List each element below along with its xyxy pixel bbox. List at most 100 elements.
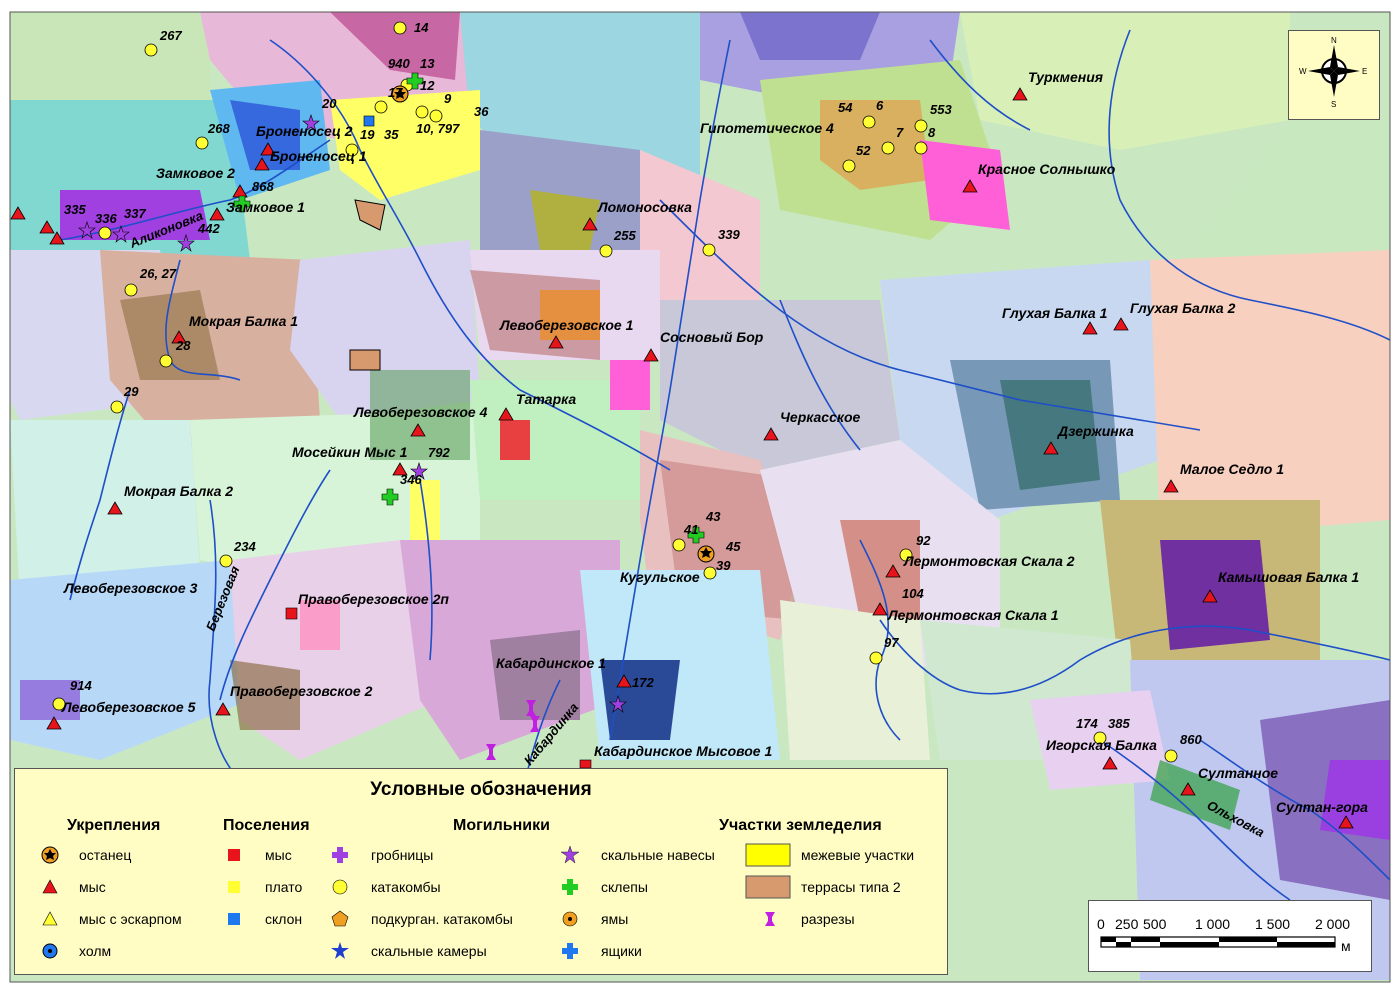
site-number: 10, 797 xyxy=(416,121,460,136)
site-number: 346 xyxy=(400,472,422,487)
hill-circle-icon xyxy=(39,940,61,962)
settlement-labels: Туркмения Гипотетическое 4 Красное Солны… xyxy=(61,69,1368,815)
site-number: 104 xyxy=(902,586,924,601)
crypt-cross-icon xyxy=(559,876,581,898)
site-number: 97 xyxy=(884,635,899,650)
site-number: 13 xyxy=(420,56,435,71)
site-number: 940 xyxy=(388,56,410,71)
scale-tick-label: 0 xyxy=(1097,916,1105,932)
catacomb-circle-icon xyxy=(329,876,351,898)
label-glukhaya-balka-1: Глухая Балка 1 xyxy=(1002,305,1108,321)
site-number: 234 xyxy=(233,539,256,554)
label-kamyshovaya-balka-1: Камышовая Балка 1 xyxy=(1218,569,1359,585)
legend-item-boxes: ящики xyxy=(601,943,642,959)
kurgan-pentagon-icon xyxy=(329,908,351,930)
legend-heading-burials: Могильники xyxy=(453,817,550,834)
site-number: 6 xyxy=(876,98,884,113)
site-number: 553 xyxy=(930,102,952,117)
legend-heading-fortifications: Укрепления xyxy=(67,817,161,834)
scale-tick-label: 1 000 xyxy=(1195,916,1230,932)
map-frame xyxy=(9,11,1391,983)
site-number: 17 xyxy=(388,85,403,100)
label-igorskaya-balka: Игорская Балка xyxy=(1046,737,1157,753)
label-sultannoe: Султанное xyxy=(1198,765,1278,781)
remnant-markers xyxy=(391,85,715,563)
site-number: 54 xyxy=(838,100,853,115)
plateau-square-icon xyxy=(223,876,245,898)
west-letter: W xyxy=(1299,67,1307,76)
label-tatarka: Татарка xyxy=(516,391,576,407)
catacomb-markers xyxy=(52,21,1178,763)
pit-circle-icon xyxy=(559,908,581,930)
site-number: 8 xyxy=(928,125,936,140)
label-kabardinskoe-1: Кабардинское 1 xyxy=(496,655,606,671)
site-number: 12 xyxy=(420,78,435,93)
label-zamkovoe-2: Замковое 2 xyxy=(156,165,235,181)
site-number: 41 xyxy=(683,522,698,537)
site-number: 442 xyxy=(197,221,220,236)
scale-tick-label: 2 000 xyxy=(1315,916,1350,932)
legend-item-cape-settlement: мыс xyxy=(265,847,292,863)
label-leveberezovskoe-3: Левоберезовское 3 xyxy=(63,580,198,596)
site-number: 385 xyxy=(1108,716,1130,731)
legend-item-kurgan-catacombs: подкурган. катакомбы xyxy=(371,911,513,927)
site-number: 39 xyxy=(716,558,731,573)
tomb-cross-icon xyxy=(329,844,351,866)
site-number: 792 xyxy=(428,445,450,460)
site-number: 268 xyxy=(207,121,230,136)
scale-unit: м xyxy=(1341,938,1351,954)
site-number: 255 xyxy=(613,228,636,243)
compass-rose-icon: N S E W xyxy=(1299,36,1367,109)
site-number: 339 xyxy=(718,227,740,242)
site-number: 29 xyxy=(123,384,139,399)
site-number: 337 xyxy=(124,206,146,221)
legend-item-sections: разрезы xyxy=(801,911,855,927)
legend-item-boundary-plots: межевые участки xyxy=(801,847,915,863)
site-number: 868 xyxy=(252,179,274,194)
legend-item-slope: склон xyxy=(265,911,303,927)
legend-item-terraces: террасы типа 2 xyxy=(801,879,901,895)
section-markers xyxy=(486,700,540,760)
label-kabardinskoe-mysovoe-1: Кабардинское Мысовое 1 xyxy=(594,743,772,759)
label-dzerzhinka: Дзержинка xyxy=(1057,423,1134,439)
site-number: 19 xyxy=(360,127,375,142)
legend-heading-settlements: Поселения xyxy=(223,817,310,834)
site-number: 335 xyxy=(64,202,86,217)
rock-shelter-markers xyxy=(78,114,627,713)
label-leveberezovskoe-1: Левоберезовское 1 xyxy=(499,317,634,333)
scale-bar: 0 250 500 1 000 1 500 2 000 м xyxy=(1088,900,1372,972)
north-arrow: N S E W xyxy=(1288,30,1380,120)
site-number: 7 xyxy=(896,125,904,140)
site-number: 860 xyxy=(1180,732,1202,747)
site-number: 36 xyxy=(474,104,489,119)
cape-square-icon xyxy=(223,844,245,866)
label-bronenosets-1: Броненосец 1 xyxy=(270,148,367,164)
south-letter: S xyxy=(1331,100,1336,109)
label-sosnovy-bor: Сосновый Бор xyxy=(660,329,764,345)
label-leveberezovskoe-4: Левоберезовское 4 xyxy=(353,404,488,420)
label-lomonosovka: Ломоносовка xyxy=(597,199,692,215)
terrain-zones xyxy=(10,12,1390,980)
north-letter: N xyxy=(1331,36,1337,45)
label-kugulskoe: Кугульское xyxy=(620,569,700,585)
remnant-icon xyxy=(39,844,61,866)
site-number: 14 xyxy=(414,20,429,35)
site-number: 35 xyxy=(384,127,399,142)
legend-item-remnant: останец xyxy=(79,847,132,863)
site-number: 172 xyxy=(632,675,654,690)
legend-item-hill: холм xyxy=(79,943,112,959)
legend-item-catacombs: катакомбы xyxy=(371,879,441,895)
label-zamkovoe-1: Замковое 1 xyxy=(226,199,305,215)
site-number: 914 xyxy=(70,678,92,693)
label-leveberezovskoe-5: Левоберезовское 5 xyxy=(61,699,196,715)
label-krasnoe-solnyshko: Красное Солнышко xyxy=(978,161,1116,177)
legend: Условные обозначения Укрепления Поселени… xyxy=(14,768,948,975)
label-lermontovskaya-skala-1: Лермонтовская Скала 1 xyxy=(887,607,1059,623)
label-moseykin-mys-1: Мосейкин Мыс 1 xyxy=(292,444,408,460)
terrace-swatch xyxy=(745,875,791,899)
rock-chamber-star-icon xyxy=(329,940,351,962)
label-praveberezovskoe-2p: Правоберезовское 2п xyxy=(298,591,449,607)
label-mokraya-balka-2: Мокрая Балка 2 xyxy=(124,483,233,499)
legend-item-rock-chambers: скальные камеры xyxy=(371,943,487,959)
